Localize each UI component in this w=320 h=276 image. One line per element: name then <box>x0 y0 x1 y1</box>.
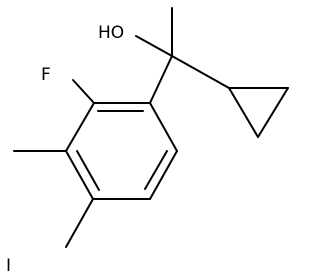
ring-bond-6 <box>149 102 178 152</box>
cyclopropyl-bond-2 <box>257 87 289 138</box>
bond-c-aryl <box>149 55 173 104</box>
bond-aryl-i <box>65 198 94 248</box>
ring-bond-3 <box>65 150 94 200</box>
fluorine-label: F <box>41 65 51 85</box>
bond-c-cyclopropyl <box>171 55 230 89</box>
hydroxyl-label: HO <box>98 23 124 43</box>
iodine-label: I <box>6 256 11 276</box>
ring-bond-5 <box>149 150 178 200</box>
structure-diagram: HO F I <box>6 7 289 276</box>
ring-double-bond-left <box>76 150 100 191</box>
cyclopropyl-bond-3 <box>228 87 259 138</box>
ring-double-bond-right <box>144 150 168 190</box>
bond-c-oh <box>135 35 173 57</box>
ring-bond-2 <box>65 102 95 152</box>
bond-aryl-f <box>72 79 95 104</box>
